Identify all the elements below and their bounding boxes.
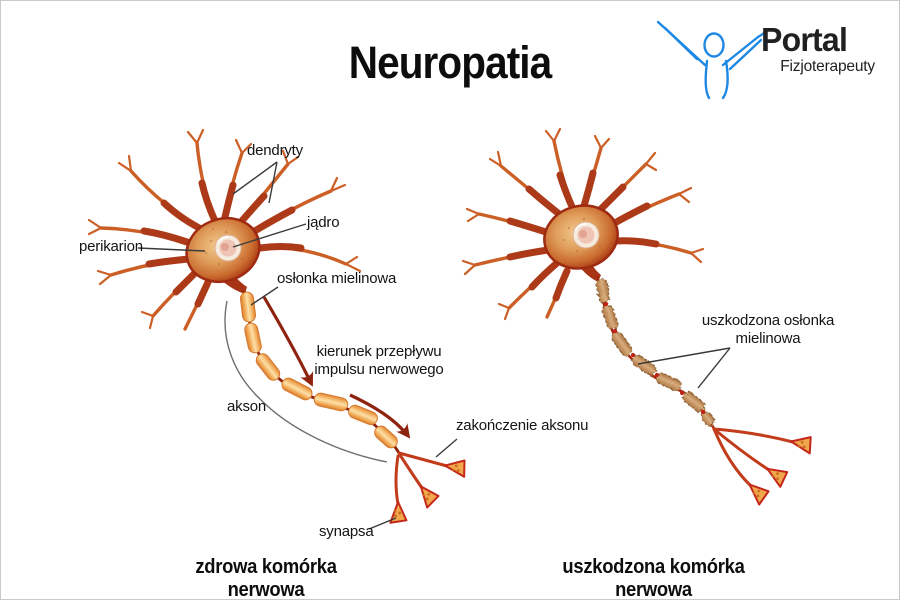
- label-nucleus: jądro: [307, 214, 340, 231]
- axon-terminal-branches: [712, 427, 795, 488]
- label-damaged-myelin: uszkodzona osłonka mielinowa: [701, 312, 835, 347]
- synapse-endings: [748, 436, 812, 506]
- label-axon: akson: [227, 398, 267, 415]
- label-axon-terminal: zakończenie aksonu: [456, 417, 589, 434]
- damaged-neuron-illustration: [461, 127, 812, 506]
- label-synapse: synapsa: [319, 523, 374, 540]
- myelin-sheath-segments: [239, 291, 398, 449]
- page-title: Neuropatia: [348, 37, 552, 88]
- label-myelin-sheath: osłonka mielinowa: [277, 270, 397, 287]
- dendrites: [461, 127, 705, 321]
- pointer-lines: [137, 161, 731, 530]
- caption-damaged-neuron: uszkodzona komórka nerwowa: [562, 556, 745, 600]
- raised-arms-person-icon: [656, 20, 768, 100]
- logo: Portal Fizjoterapeuty: [761, 23, 875, 76]
- logo-brand: Portal: [761, 21, 848, 58]
- label-perikaryon: perikarion: [79, 238, 143, 255]
- exposed-nodes: [603, 301, 706, 415]
- nucleus: [572, 221, 600, 249]
- label-impulse-direction: kierunek przepływu impulsu nerwowego: [314, 343, 444, 378]
- dendrites: [87, 128, 362, 331]
- healthy-neuron-illustration: [87, 128, 466, 524]
- nucleus: [214, 234, 242, 262]
- label-dendrites: dendryty: [247, 142, 303, 159]
- damaged-myelin-segments: [595, 278, 716, 427]
- logo-subtitle: Fizjoterapeuty: [780, 58, 875, 75]
- impulse-direction-arrows: [262, 296, 411, 439]
- axon-bracket-line: [224, 300, 388, 463]
- synapse-endings: [389, 459, 466, 524]
- caption-healthy-neuron: zdrowa komórka nerwowa: [195, 556, 337, 600]
